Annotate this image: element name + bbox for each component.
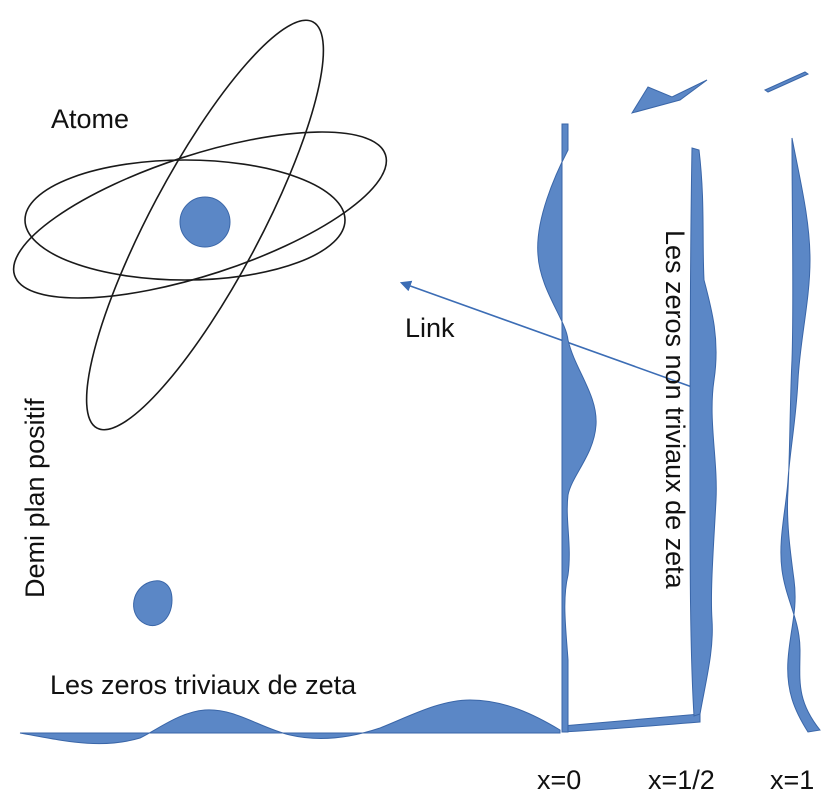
top-wedge-half [630, 79, 708, 114]
x1-vertical-wave [780, 137, 821, 733]
x-half-vertical-wave [689, 147, 717, 717]
x0-vertical-wave [537, 123, 597, 733]
x0-label: x=0 [537, 765, 582, 795]
atom-nucleus [179, 196, 231, 248]
x1-label: x=1 [770, 765, 815, 795]
link-label: Link [405, 313, 455, 343]
atom-label: Atome [51, 104, 130, 134]
small-blob [133, 580, 173, 627]
trivial-zeros-wave [19, 699, 561, 745]
x-half-label: x=1/2 [648, 765, 715, 795]
top-wedge-one [763, 71, 810, 93]
baseline-wedge [561, 713, 701, 733]
atom-orbit-horizontal [24, 159, 346, 281]
link-arrow [399, 280, 709, 395]
half-plane-label: Demi plan positif [20, 398, 50, 598]
atom-orbit-tilted-up [12, 131, 388, 299]
atom-orbit-steep [85, 19, 325, 431]
nontrivial-zeros-label: Les zeros non triviaux de zeta [660, 230, 690, 589]
atom-symbol [12, 19, 388, 431]
trivial-zeros-label: Les zeros triviaux de zeta [50, 670, 357, 700]
